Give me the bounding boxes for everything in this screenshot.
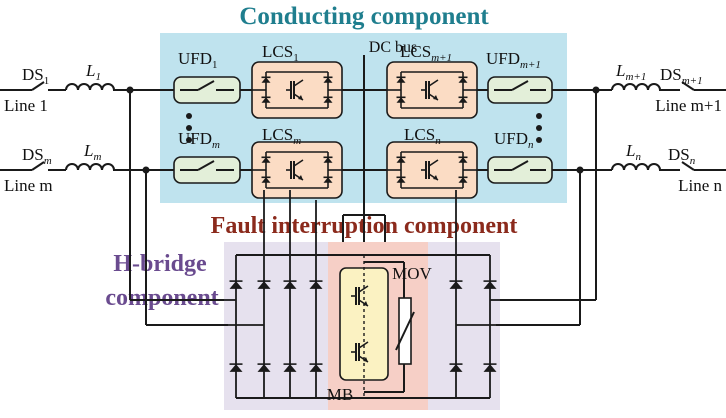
ufd-n-label: UFDn [494,129,534,151]
l1-label: L1 [85,61,101,83]
hbridge-title-line2: component [105,285,218,311]
connection-wires [126,86,600,326]
hbridge-leg-4 [309,255,323,398]
ds-m [31,161,66,171]
lcs-1-switch [251,61,343,119]
lcs-m1-switch [386,61,478,119]
ufd-m [173,156,241,184]
inductor-ln [611,163,664,171]
lcs-m1-label: LCSm+1 [400,42,452,64]
line-n-label: Line n [678,176,722,195]
line-wires [0,89,726,171]
conducting-title: Conducting component [239,3,489,30]
ds-1 [31,81,66,91]
lcs-layer [251,61,478,199]
hbridge-frame [236,254,490,399]
line-m-label: Line m [4,176,53,195]
lm-label: Lm [83,141,101,163]
hbridge-leg-5 [449,255,463,398]
hbridge-title-line1: H-bridge [113,251,207,277]
ellipsis-left [186,113,192,143]
lcs-m-switch [251,141,343,199]
ln-label: Ln [625,141,641,163]
mov-label: MOV [392,264,432,283]
dc-bus-label: DC bus [369,39,417,56]
hbridge-leg-6 [483,255,497,398]
hbridge-leg-1 [229,255,243,398]
lcs-n-label: LCSn [404,125,441,147]
ds-1-label: DS1 [22,65,49,87]
inductor-lm [65,163,118,171]
lm1-label: Lm+1 [615,61,646,83]
ufd-1 [173,76,241,104]
ds-m-label: DSm [22,145,52,167]
ds-m1-label: DSm+1 [660,65,703,87]
lcs-m-label: LCSm [262,125,301,147]
ufd-m-label: UFDm [178,129,220,151]
hbridge-diodes [224,190,500,398]
hbridge-leg-2 [257,255,271,398]
main-breaker [339,255,389,398]
lcs-n-switch [386,141,478,199]
mov [364,261,415,393]
inductor-lm1 [611,83,664,91]
ellipsis-right [536,113,542,143]
ufd-m1-label: UFDm+1 [486,49,541,71]
ufd-m1 [487,76,553,104]
mb-label: MB [327,385,353,404]
line-m1-label: Line m+1 [655,96,722,115]
inductor-l1 [65,83,118,91]
lcs-1-label: LCS1 [262,42,299,64]
ufd-1-label: UFD1 [178,49,218,71]
ds-m1 [664,81,695,91]
ds-n-label: DSn [668,145,696,167]
line-1-label: Line 1 [4,96,48,115]
ds-n [664,161,695,171]
hbridge-taps [224,190,500,326]
ufd-n [487,156,553,184]
hbridge-leg-3 [283,255,297,398]
